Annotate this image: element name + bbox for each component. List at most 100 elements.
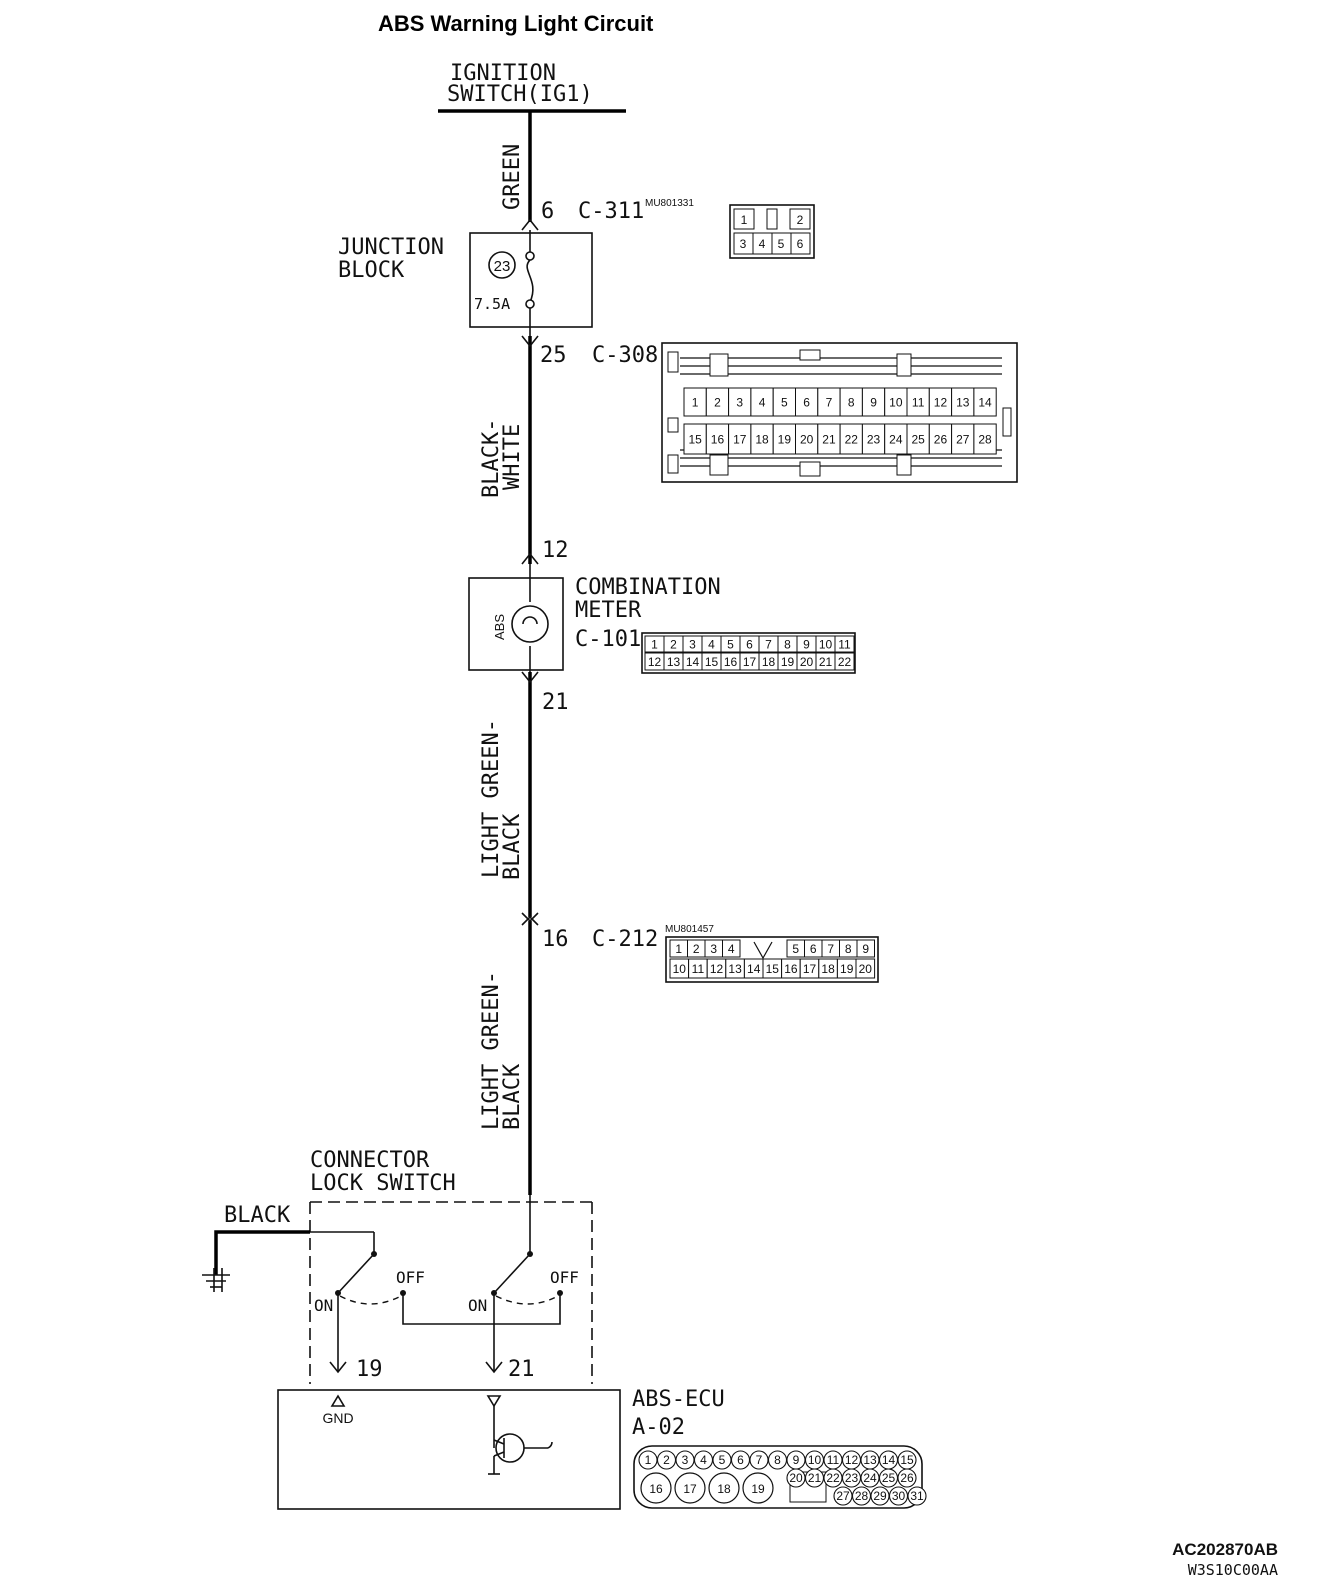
a02-pin-label: 15 xyxy=(900,1453,914,1467)
c101-pin-label: 8 xyxy=(784,638,791,652)
c212-pin-label: 11 xyxy=(692,962,705,976)
c101-pin-label: 18 xyxy=(762,655,776,669)
a02-pin-label: 5 xyxy=(719,1453,726,1467)
a02-pin-label: 2 xyxy=(663,1453,670,1467)
connector-chevrons xyxy=(521,218,539,926)
c101-pin-label: 11 xyxy=(838,638,851,652)
c308-pin-label: 3 xyxy=(736,396,743,410)
lock-switch-dashed-boundary xyxy=(309,1201,593,1384)
c308-pin-label: 24 xyxy=(889,433,903,447)
c212-pin-label: 16 xyxy=(784,962,798,976)
wire-label-light-green-black-b: LIGHT GREEN- BLACK xyxy=(479,971,525,1130)
c101-pin-label: 16 xyxy=(724,655,738,669)
a02-pin-label: 24 xyxy=(863,1471,877,1485)
a02-pin-label: 28 xyxy=(855,1489,869,1503)
c101-pin-label: 13 xyxy=(667,655,681,669)
ecu-pin-gnd: 19 xyxy=(356,1357,383,1382)
c308-pin-label: 10 xyxy=(889,396,903,410)
footer-code-2: W3S10C00AA xyxy=(1188,1561,1278,1579)
lock-switch-right-off: OFF xyxy=(550,1268,579,1287)
c308-pin-label: 9 xyxy=(870,396,877,410)
a02-pin-label: 25 xyxy=(882,1471,896,1485)
svg-text:LIGHT GREEN-: LIGHT GREEN- xyxy=(479,719,504,878)
meter-connector-name: C-101 xyxy=(575,627,641,652)
c212-pin-label: 1 xyxy=(675,942,682,956)
svg-text:BLACK: BLACK xyxy=(500,1063,525,1130)
c101-pin-label: 20 xyxy=(800,655,814,669)
ecu-label-line2: A-02 xyxy=(632,1415,685,1440)
ecu-gnd-label: GND xyxy=(322,1410,353,1426)
c212-pin-label: 3 xyxy=(710,942,717,956)
c212-pin-label: 19 xyxy=(840,962,854,976)
c308-pin-label: 6 xyxy=(803,396,810,410)
a02-pin-label: 13 xyxy=(863,1453,877,1467)
c101-pin-label: 7 xyxy=(765,638,772,652)
c308-pin: 25 xyxy=(540,343,567,368)
c308-name: C-308 xyxy=(592,343,658,368)
c101-cell xyxy=(834,635,855,653)
c308-pin-label: 5 xyxy=(781,396,788,410)
c308-pin-label: 25 xyxy=(911,433,925,447)
a02-pin-label: 23 xyxy=(845,1471,859,1485)
a02-pin-label: 1 xyxy=(645,1453,652,1467)
c308-cell xyxy=(973,423,997,455)
svg-text:3: 3 xyxy=(740,237,747,251)
c311-part-number: MU801331 xyxy=(645,198,694,209)
a02-pin-label: 19 xyxy=(751,1482,765,1496)
c308-pin-label: 28 xyxy=(978,433,992,447)
c101-pin-label: 6 xyxy=(746,638,753,652)
svg-text:2: 2 xyxy=(797,213,804,227)
c101-pin-label: 22 xyxy=(838,655,852,669)
a02-pin-label: 27 xyxy=(836,1489,850,1503)
c212-pin-label: 13 xyxy=(728,962,742,976)
ignition-label-line2: SWITCH(IG1) xyxy=(447,82,593,107)
c212-pin-label: 12 xyxy=(710,962,724,976)
c212-cell xyxy=(855,958,876,979)
c212-pin-label: 17 xyxy=(803,962,817,976)
abs-ecu-box xyxy=(277,1389,621,1510)
c212-cell xyxy=(722,939,741,958)
c212-pin-label: 14 xyxy=(747,962,761,976)
c308-pin-label: 7 xyxy=(826,396,833,410)
fuse-number-circle xyxy=(488,251,516,279)
lock-switch-label-line2: LOCK SWITCH xyxy=(310,1171,456,1196)
svg-text:GREEN: GREEN xyxy=(500,144,525,210)
c308-pin-label: 27 xyxy=(956,433,970,447)
c101-pin-label: 1 xyxy=(651,638,658,652)
c311-connector-face: 1 2 3 4 5 6 xyxy=(729,204,815,259)
fuse-number: 23 xyxy=(494,258,511,275)
fuse-rating: 7.5A xyxy=(474,295,510,313)
c212-key-mark xyxy=(753,941,773,960)
c212-pin-label: 10 xyxy=(673,962,687,976)
svg-text:5: 5 xyxy=(778,237,785,251)
c212-part-number: MU801457 xyxy=(665,924,714,935)
lock-switch-left-contact xyxy=(329,1232,406,1374)
abs-lamp-icon xyxy=(511,564,549,672)
c311-pin: 6 xyxy=(541,199,554,224)
c308-pin-label: 16 xyxy=(711,433,725,447)
a02-pin-label: 31 xyxy=(910,1489,924,1503)
a02-pin-large xyxy=(708,1472,740,1504)
lock-switch-left-on: ON xyxy=(314,1296,333,1315)
c308-pin-label: 14 xyxy=(978,396,992,410)
ecu-label-line1: ABS-ECU xyxy=(632,1387,725,1412)
c308-pin-label: 4 xyxy=(759,396,766,410)
ecu-transistor-icon xyxy=(486,1395,553,1475)
a02-pin-label: 29 xyxy=(873,1489,887,1503)
svg-text:BLACK: BLACK xyxy=(500,813,525,880)
c101-pin-label: 15 xyxy=(705,655,719,669)
c212-pin-label: 18 xyxy=(821,962,835,976)
svg-text:6: 6 xyxy=(797,237,804,251)
abs-lamp-label: ABS xyxy=(492,614,507,640)
c308-pin-label: 11 xyxy=(912,396,925,410)
c101-pin-label: 21 xyxy=(819,655,833,669)
ignition-label-line1: IGNITION xyxy=(450,61,556,86)
fuse-symbol xyxy=(525,230,535,336)
c308-pin-label: 17 xyxy=(733,433,747,447)
c101-pin-label: 3 xyxy=(689,638,696,652)
wire-label-light-green-black-a: LIGHT GREEN- BLACK xyxy=(479,719,525,880)
a02-pin-large xyxy=(640,1472,672,1504)
c212-cell xyxy=(856,939,875,958)
